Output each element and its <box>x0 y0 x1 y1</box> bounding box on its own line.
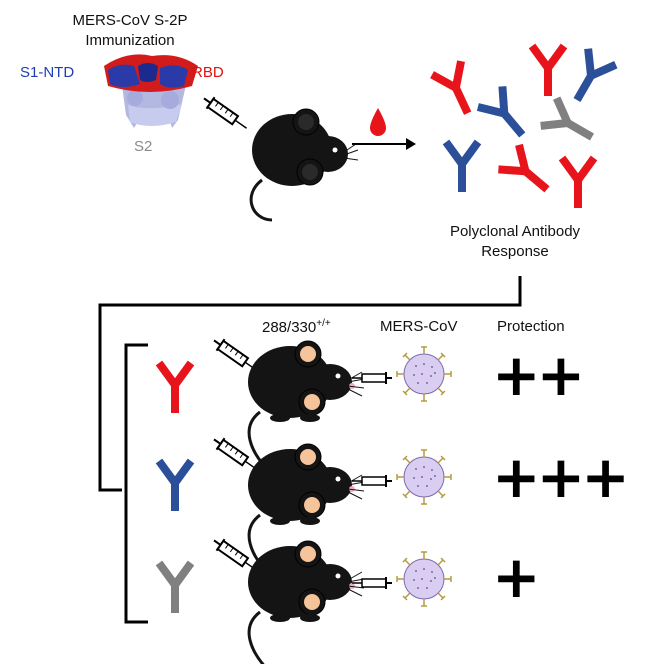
response-label-line2: Response <box>481 243 549 260</box>
mouse-strain-header: 288/330+/+ <box>262 318 331 336</box>
antibody-icon <box>541 98 600 151</box>
antibody-icon <box>159 563 191 613</box>
antibody-icon <box>498 145 557 202</box>
mouse-icon <box>246 539 366 664</box>
antibody-cloud <box>432 46 616 208</box>
antibody-icon <box>532 46 564 96</box>
antibody-icon <box>562 158 594 208</box>
s2-label: S2 <box>134 138 153 155</box>
bracket-icon <box>124 343 148 624</box>
antibody-icon <box>432 61 482 120</box>
antibody-icon <box>159 363 191 413</box>
virus-header: MERS-CoV <box>380 318 458 335</box>
antibody-icon <box>563 49 616 108</box>
antibody-icon <box>478 86 535 145</box>
antibody-icon <box>159 461 191 511</box>
mouse-icon <box>249 108 359 222</box>
protection-level-row1: ++ <box>492 341 585 409</box>
protection-level-row3: + <box>492 543 541 611</box>
s1-ntd-label: S1-NTD <box>20 64 75 81</box>
virus-icon <box>396 449 452 505</box>
virus-icon <box>396 551 452 607</box>
protection-level-row2: +++ <box>492 443 630 511</box>
protection-header: Protection <box>497 318 565 335</box>
mouse-strain-superscript: +/+ <box>316 318 331 329</box>
response-label-line1: Polyclonal Antibody <box>449 223 581 240</box>
syringe-icon <box>198 91 252 135</box>
spike-protein-icon <box>104 54 198 128</box>
mouse-strain-base: 288/330 <box>262 319 317 336</box>
connector-line <box>98 276 522 492</box>
immunization-title: MERS-CoV S-2P Immunization <box>40 11 220 51</box>
blood-drop-icon <box>370 108 386 136</box>
immunization-title-line2: Immunization <box>85 32 175 49</box>
immunization-title-line1: MERS-CoV S-2P <box>72 12 188 29</box>
virus-icon <box>396 346 452 402</box>
arrow-icon <box>352 138 416 150</box>
antibody-icon <box>446 142 478 192</box>
rbd-label: RBD <box>192 64 224 81</box>
response-label: Polyclonal Antibody Response <box>420 222 610 262</box>
